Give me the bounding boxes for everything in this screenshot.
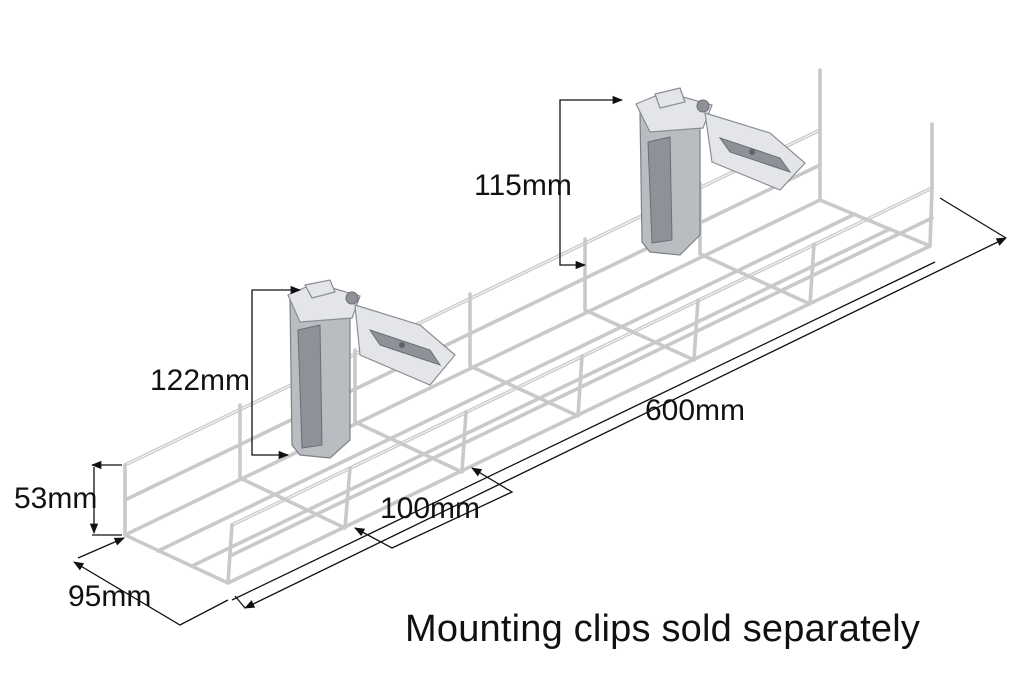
dim-label-600: 600mm <box>645 394 745 427</box>
dim-label-122: 122mm <box>150 364 250 397</box>
dim-label-95: 95mm <box>68 580 151 613</box>
tray-cross-sections <box>123 68 934 585</box>
mounting-clip-rear <box>635 87 806 256</box>
wire-basket-tray <box>123 68 934 585</box>
dimension-lines <box>74 95 1007 626</box>
dim-label-115: 115mm <box>474 169 572 202</box>
caption-text: Mounting clips sold separately <box>405 608 921 650</box>
dim-label-53: 53mm <box>14 482 97 515</box>
dim-label-100: 100mm <box>380 492 480 525</box>
dim-95-line <box>74 538 229 626</box>
